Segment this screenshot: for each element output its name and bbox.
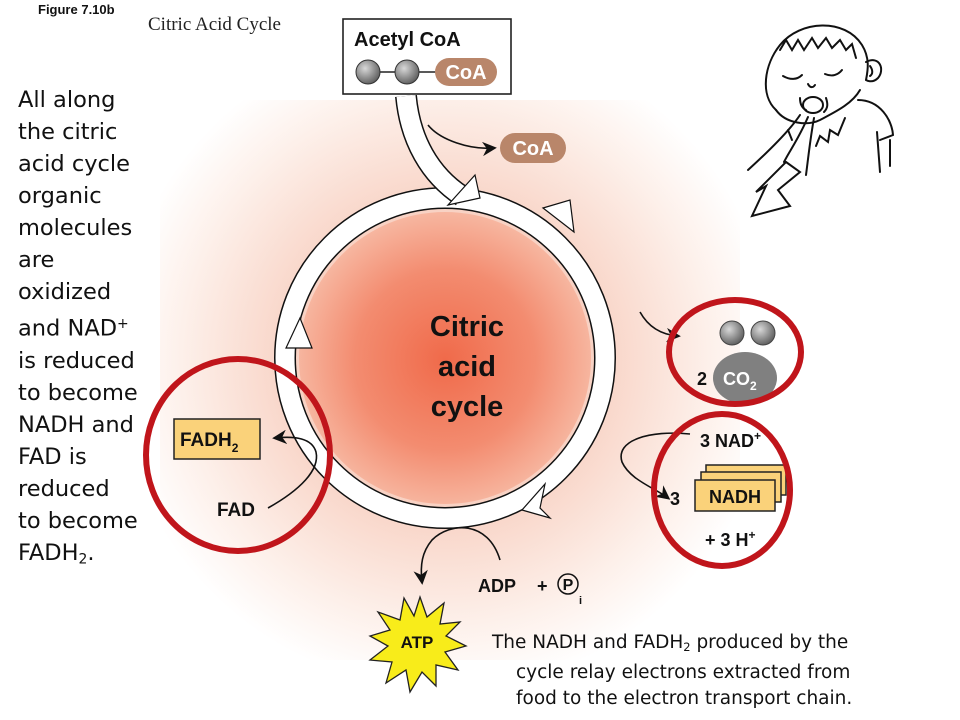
phosphate-label: P <box>563 577 574 594</box>
fadh2-label: FADH2 <box>180 430 239 455</box>
fad-reduction-arrow <box>267 429 318 509</box>
nad-label: 3 NAD+ <box>700 429 761 451</box>
carbon-atom-icon <box>750 320 776 346</box>
fadh2-box <box>173 418 261 460</box>
figure-label: Figure 7.10b <box>38 2 115 17</box>
explanation-text: All along the citric acid cycle organic … <box>18 84 168 575</box>
cycle-label-line: cycle <box>431 391 504 423</box>
caption-line: food to the electron transport chain. <box>516 687 853 709</box>
carbon-atom-icon <box>719 320 745 346</box>
explanation-line: NADH and <box>18 411 134 438</box>
coa-released-label: CoA <box>512 138 553 160</box>
carbon-atom-icon <box>394 59 420 85</box>
cycle-ring <box>274 187 616 529</box>
diagram-title: Citric Acid Cycle <box>148 14 281 35</box>
explanation-line: All along <box>18 87 116 113</box>
explanation-line: FADH2. <box>18 537 168 575</box>
caption-text: The NADH and FADH2 produced by the cycle… <box>492 630 852 712</box>
ring-arrow-top-right <box>541 199 575 234</box>
superscript: + <box>117 316 129 332</box>
coa-tag <box>435 58 497 86</box>
coa-tag-label: CoA <box>445 62 486 84</box>
explanation-line: to become <box>18 507 138 534</box>
explanation-text-segment: FADH <box>18 539 79 566</box>
highlight-circle-nadh <box>651 411 793 569</box>
adp-label: ADP <box>478 576 516 596</box>
plus-sign: + <box>537 576 548 596</box>
subscript: 2 <box>683 639 691 654</box>
cycle-label-line: Citric <box>430 311 504 343</box>
cycle-core <box>299 212 591 504</box>
caption-segment: The NADH and FADH <box>492 632 684 653</box>
explanation-line: organic <box>18 183 102 209</box>
nadh-count: 3 <box>670 489 680 509</box>
acetyl-coa-label: Acetyl CoA <box>354 29 461 51</box>
explanation-line: and NAD+ <box>18 308 168 345</box>
coa-released-tag <box>500 133 566 163</box>
highlight-circle-co2 <box>666 297 804 407</box>
atp-label: ATP <box>401 633 434 652</box>
coa-release-arrow <box>427 124 497 157</box>
explanation-text-segment: and NAD <box>18 315 118 342</box>
explanation-line: FAD is <box>18 443 87 470</box>
h-plus-label: + 3 H+ <box>705 528 756 550</box>
cartoon-boy-blowing-icon <box>747 24 895 218</box>
atp-production-arrow <box>413 527 501 585</box>
caption-line: cycle relay electrons extracted from <box>516 661 851 683</box>
caption-segment: produced by the <box>690 632 849 653</box>
explanation-line: is reduced <box>18 347 135 374</box>
explanation-line: reduced <box>18 475 110 502</box>
co2-label: CO2 <box>723 369 757 393</box>
co2-blob <box>713 352 777 404</box>
cycle-label-line: acid <box>438 351 496 383</box>
phosphate-subscript: i <box>579 595 582 607</box>
explanation-line: acid cycle <box>18 151 130 177</box>
entry-arrow <box>395 94 481 206</box>
atp-star-icon: ATP <box>368 594 468 694</box>
ring-arrow-bottom-right <box>520 481 553 520</box>
carbon-atom-icon <box>355 59 381 85</box>
nadh-box-front <box>694 479 776 512</box>
explanation-line: to become <box>18 379 138 406</box>
nadh-label: NADH <box>709 487 761 507</box>
subscript: 2 <box>78 551 88 568</box>
highlight-circle-fadh2 <box>143 356 333 554</box>
phosphate-circle-icon <box>557 573 579 595</box>
fad-label: FAD <box>217 500 255 521</box>
explanation-line: oxidized <box>18 279 112 305</box>
explanation-line: molecules <box>18 215 133 241</box>
explanation-line: the citric <box>18 119 118 145</box>
co2-count: 2 <box>697 369 707 389</box>
caption-line: The NADH and FADH2 produced by the <box>492 630 852 660</box>
explanation-text-segment: . <box>87 539 95 566</box>
explanation-line: are <box>18 247 55 273</box>
ring-arrow-left <box>285 316 313 349</box>
